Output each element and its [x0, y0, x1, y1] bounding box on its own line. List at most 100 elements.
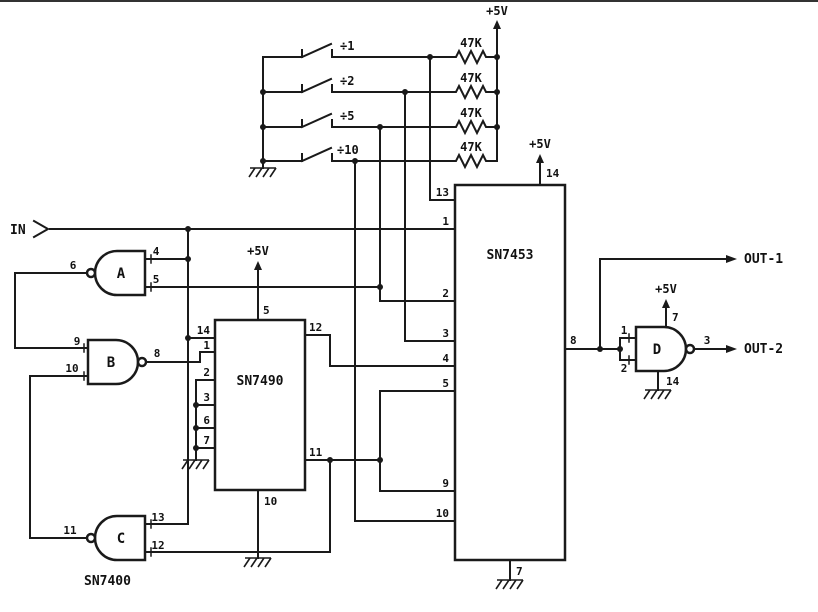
ground-symbol [243, 557, 272, 568]
pin-label: 10 [436, 507, 449, 520]
pin-label: 2 [442, 287, 449, 300]
junction-dot [185, 335, 191, 341]
pin-label: 8 [570, 334, 577, 347]
junction-dot [327, 457, 333, 463]
out2-arrow-icon [726, 345, 737, 353]
pin-label: 14 [546, 167, 560, 180]
junction-dot [352, 158, 358, 164]
junction-dot [617, 346, 623, 352]
junction-dot [193, 445, 199, 451]
in-label: IN [10, 223, 26, 238]
resistor-1 [451, 48, 491, 66]
pin-label: 13 [436, 186, 449, 199]
pin-label: 4 [153, 245, 160, 258]
wire-div1-to-pin13 [429, 56, 456, 201]
junction-dot [494, 89, 500, 95]
switch-div2 [300, 77, 333, 94]
pin-label: 1 [442, 215, 449, 228]
pin-label: 14 [197, 324, 211, 337]
pin-label: 1 [621, 324, 628, 337]
vcc-arrow-icon [254, 261, 262, 270]
divider-label-5: ÷5 [340, 109, 354, 123]
vcc-label: +5V [486, 4, 508, 18]
inverter-bubble-icon [85, 267, 97, 279]
out2-label: OUT-2 [744, 342, 783, 357]
gate-b-letter: B [107, 355, 115, 371]
wire-in-vertical [144, 228, 189, 525]
pin-label: 7 [672, 311, 679, 324]
pin-label: 9 [74, 335, 81, 348]
pin-label: 3 [704, 334, 711, 347]
vcc-arrow-icon [536, 154, 544, 163]
gate-c-letter: C [117, 531, 125, 547]
pin-label: 2 [203, 366, 210, 379]
junction-dot [377, 457, 383, 463]
wire-div10-to-pin10 [354, 160, 456, 522]
pin-label: 1 [203, 339, 210, 352]
pin-label: 5 [263, 304, 270, 317]
junction-dot [185, 226, 191, 232]
resistor-value: 47K [460, 106, 482, 120]
junction-dot [597, 346, 603, 352]
pin-label: 10 [65, 362, 78, 375]
divider-label-2: ÷2 [340, 74, 354, 88]
ground-symbol [495, 579, 524, 590]
inverter-bubble-icon [136, 356, 148, 368]
divider-label-10: ÷10 [337, 143, 359, 157]
wires [14, 28, 727, 581]
wire-div2-to-pin3 [404, 91, 456, 342]
divider-label-1: ÷1 [340, 39, 354, 53]
ic-boxes [213, 183, 567, 562]
switch-div10 [300, 146, 333, 163]
junction-dot [260, 124, 266, 130]
gate-b [86, 338, 148, 386]
wire-7490-resets [195, 379, 216, 461]
junction-dot [193, 402, 199, 408]
junction-dot [185, 256, 191, 262]
junction-dot [377, 124, 383, 130]
in-chevron [32, 219, 51, 239]
pin-label: 13 [151, 511, 164, 524]
ground-symbol [643, 389, 672, 400]
resistor-2 [451, 83, 491, 101]
labels: IN OUT-1 OUT-2 +5V +5V +5V +5V 47K 47K 4… [10, 4, 783, 589]
wire-pin12-to-pin4 [304, 334, 456, 367]
junction-dot [494, 54, 500, 60]
ground-symbol [181, 459, 210, 470]
pin-label: 6 [70, 259, 77, 272]
pin-label: 8 [154, 347, 161, 360]
nand-gates [85, 249, 696, 562]
vcc-label: +5V [529, 137, 551, 151]
pin-label: 10 [264, 495, 277, 508]
resistor-value: 47K [460, 36, 482, 50]
vcc-label: +5V [247, 244, 269, 258]
output-arrows [726, 255, 737, 353]
wire-7453-bracket [379, 390, 456, 492]
wire-div5-to-pin2 [379, 126, 456, 302]
pin-label: 12 [151, 539, 164, 552]
pin-label: 4 [442, 352, 449, 365]
wire-gateA-out [14, 272, 89, 349]
vcc-arrow-icon [662, 299, 670, 308]
junction-dot [193, 425, 199, 431]
pin-label: 11 [63, 524, 77, 537]
pin-ticks [83, 254, 630, 557]
junction-dot [377, 284, 383, 290]
sn7453-label: SN7453 [487, 248, 534, 263]
out1-arrow-icon [726, 255, 737, 263]
inverter-bubble-icon [684, 343, 696, 355]
gate-d [634, 325, 696, 373]
junction-dot [494, 124, 500, 130]
sn7490-box [213, 318, 307, 492]
pin-label: 3 [442, 327, 449, 340]
pin-label: 14 [666, 375, 680, 388]
sn7453-box [453, 183, 567, 562]
pin-label: 6 [203, 414, 210, 427]
junction-dot [260, 158, 266, 164]
switch-div5 [300, 112, 333, 129]
vcc-arrow-icon [493, 20, 501, 29]
vcc-label: +5V [655, 282, 677, 296]
junction-dot [402, 89, 408, 95]
